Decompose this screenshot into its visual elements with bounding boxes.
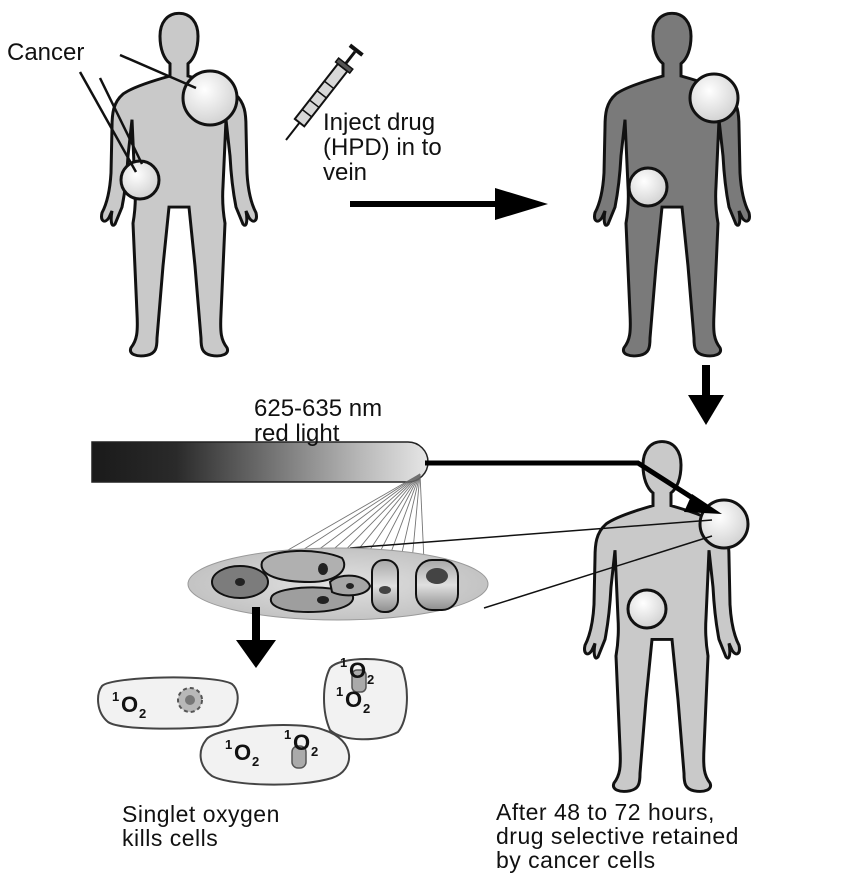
svg-text:1: 1 (284, 727, 291, 742)
singlet-oxygen-caption: Singlet oxygen kills cells (122, 802, 280, 850)
svg-text:2: 2 (252, 754, 259, 769)
tumor-chest-1 (183, 71, 237, 125)
svg-text:1: 1 (336, 684, 343, 699)
svg-text:1: 1 (112, 689, 119, 704)
arrow-down-icon (688, 365, 724, 425)
tumor-abdomen-1 (121, 161, 159, 199)
svg-text:O: O (121, 692, 138, 717)
damaged-cell-icon (178, 688, 202, 712)
inject-drug-label: Inject drug (HPD) in to vein (323, 110, 442, 186)
red-light-label: 625-635 nm red light (254, 396, 382, 446)
svg-text:O: O (349, 658, 366, 683)
tumor-abdomen-2 (629, 168, 667, 206)
svg-text:2: 2 (367, 672, 374, 687)
human-figure-drug-distributed (595, 13, 750, 356)
tumor-abdomen-3 (628, 590, 666, 628)
cancer-label: Cancer (7, 40, 84, 65)
after-hours-caption: After 48 to 72 hours, drug selective ret… (496, 800, 739, 872)
svg-text:O: O (234, 740, 251, 765)
red-light-source (92, 442, 428, 482)
tissue-cells-illustration (188, 548, 488, 620)
svg-text:1: 1 (340, 655, 347, 670)
svg-text:O: O (293, 730, 310, 755)
arrow-right-icon (350, 188, 548, 220)
tumor-chest-2 (690, 74, 738, 122)
svg-text:2: 2 (311, 744, 318, 759)
svg-text:2: 2 (363, 701, 370, 716)
svg-text:O: O (345, 687, 362, 712)
singlet-oxygen-blob-3 (201, 725, 350, 785)
svg-text:1: 1 (225, 737, 232, 752)
svg-text:2: 2 (139, 706, 146, 721)
